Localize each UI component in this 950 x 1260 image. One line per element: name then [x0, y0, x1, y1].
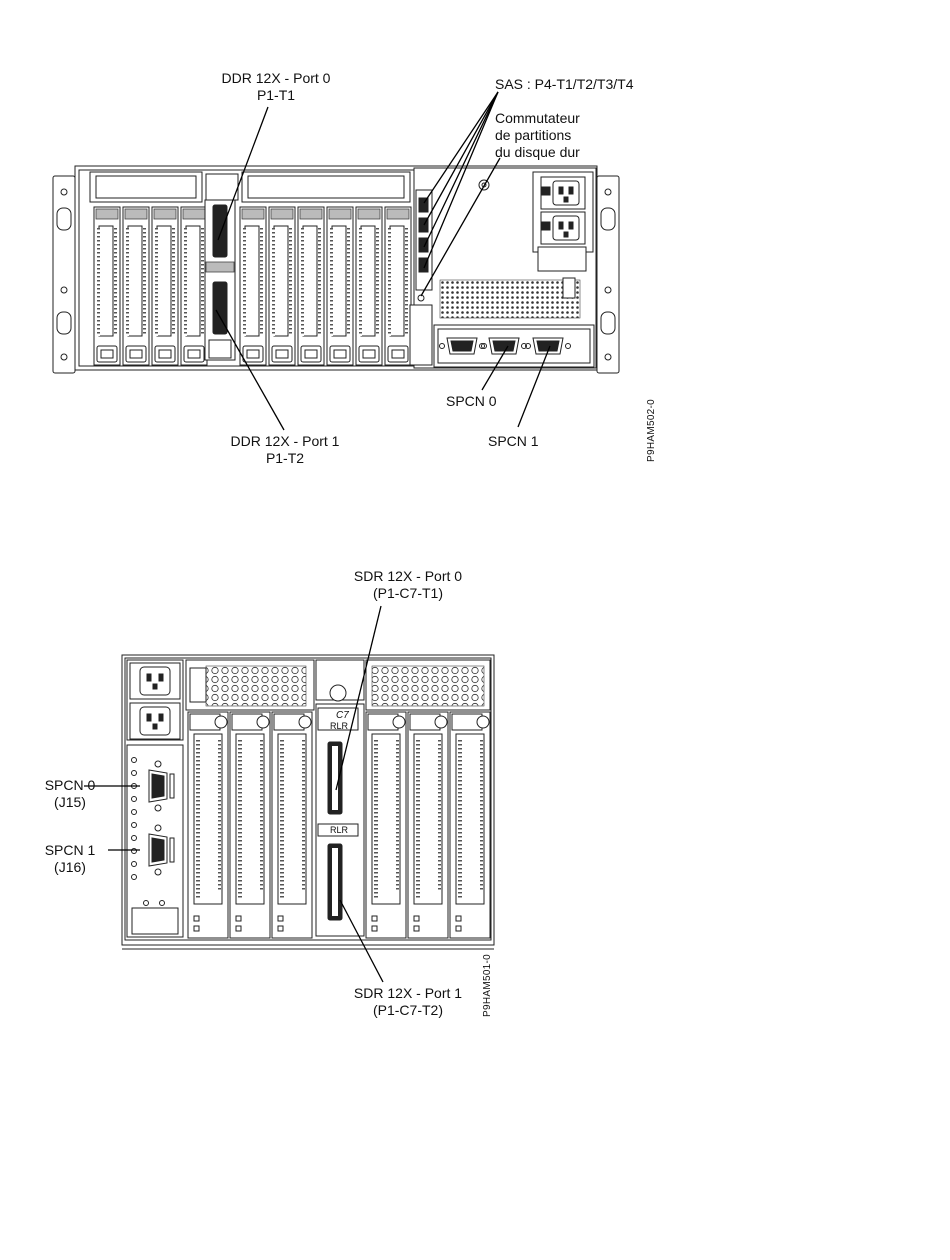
sas-ports-callout: SAS : P4-T1/T2/T3/T4 [495, 76, 634, 93]
switch-line-3: du disque dur [495, 144, 580, 161]
fig2-slot [366, 712, 406, 938]
fig1-slot [298, 207, 324, 365]
sdr-port1-location: (P1-C7-T2) [338, 1002, 478, 1019]
sdr-port0-location: (P1-C7-T1) [338, 585, 478, 602]
spcn0-title-fig2: SPCN 0 [40, 777, 100, 794]
fig1-slot [327, 207, 353, 365]
ddr-port1-location: P1-T2 [215, 450, 355, 467]
spcn0-callout-fig2: SPCN 0 (J15) [40, 777, 100, 811]
disk-partition-switch-callout: Commutateur de partitions du disque dur [495, 110, 580, 161]
spcn1-location-fig2: (J16) [40, 859, 100, 876]
switch-line-2: de partitions [495, 127, 580, 144]
fig2-slot [230, 712, 270, 938]
switch-line-1: Commutateur [495, 110, 580, 127]
spcn0-location-fig2: (J15) [40, 794, 100, 811]
sdr-port1-title: SDR 12X - Port 1 [338, 985, 478, 1002]
fig2-slot [188, 712, 228, 938]
fig1-slot [181, 207, 207, 365]
figure1-right-panel [410, 168, 596, 368]
fig2-slot [272, 712, 312, 938]
rlr-tag-middle: RLR [330, 825, 348, 835]
figure1-id: P9HAM502-0 [646, 399, 657, 462]
fig2-slot [450, 712, 490, 938]
slot-c7-tag: C7 [336, 710, 349, 721]
ddr-port0-callout: DDR 12X - Port 0 P1-T1 [206, 70, 346, 104]
fig1-slot [240, 207, 266, 365]
fig1-slot [94, 207, 120, 365]
fig1-slot [123, 207, 149, 365]
spcn1-callout-fig1: SPCN 1 [488, 433, 539, 450]
ddr-port1-callout: DDR 12X - Port 1 P1-T2 [215, 433, 355, 467]
fig1-slot [356, 207, 382, 365]
fig1-slot [269, 207, 295, 365]
spcn0-callout-fig1: SPCN 0 [446, 393, 497, 410]
ddr-port1-title: DDR 12X - Port 1 [215, 433, 355, 450]
ddr-port0-title: DDR 12X - Port 0 [206, 70, 346, 87]
spcn1-callout-fig2: SPCN 1 (J16) [40, 842, 100, 876]
figure2-id: P9HAM501-0 [482, 954, 493, 1017]
sdr-port0-title: SDR 12X - Port 0 [338, 568, 478, 585]
rlr-tag-top: RLR [330, 721, 348, 731]
sdr-port0-callout: SDR 12X - Port 0 (P1-C7-T1) [338, 568, 478, 602]
ddr-port0-location: P1-T1 [206, 87, 346, 104]
fig2-slot [408, 712, 448, 938]
figure1-slots [94, 207, 411, 365]
fig1-slot [385, 207, 411, 365]
fig1-slot [152, 207, 178, 365]
spcn1-title-fig2: SPCN 1 [40, 842, 100, 859]
sdr-port1-callout: SDR 12X - Port 1 (P1-C7-T2) [338, 985, 478, 1019]
